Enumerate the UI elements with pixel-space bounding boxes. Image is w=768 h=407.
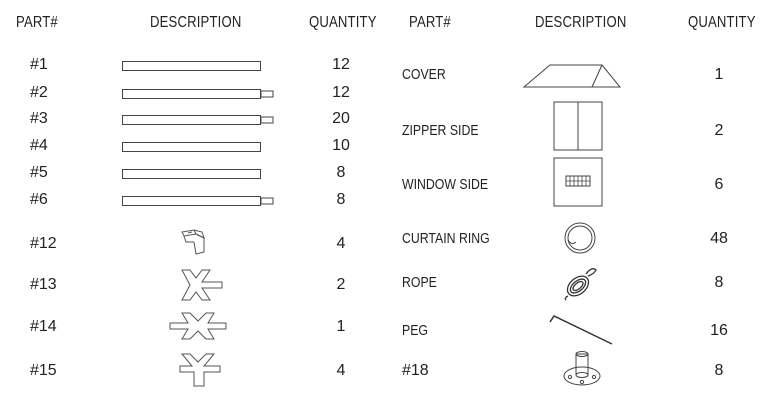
- quantity: 20: [332, 110, 350, 127]
- curtain-ring-icon: [562, 220, 598, 256]
- part-number: #5: [30, 164, 48, 181]
- pole-plain-icon: [122, 60, 262, 72]
- quantity: 48: [710, 230, 728, 247]
- part-number: #14: [30, 318, 57, 335]
- part-number: #2: [30, 84, 48, 101]
- part-name: WINDOW SIDE: [402, 176, 489, 193]
- header-part-right: PART#: [409, 14, 451, 31]
- pole-with-end-pin-icon: [122, 195, 276, 207]
- part-number: #6: [30, 191, 48, 208]
- part-name: PEG: [402, 322, 428, 339]
- zipper-side-panel-icon: [553, 101, 603, 151]
- header-part-left: PART#: [16, 14, 58, 31]
- pole-with-end-pin-icon: [122, 88, 276, 100]
- window-side-panel-icon: [553, 157, 603, 207]
- quantity: 8: [714, 274, 724, 291]
- quantity: 8: [336, 164, 346, 181]
- three-way-connector-icon: [176, 266, 224, 302]
- quantity: 4: [336, 362, 346, 379]
- pole-plain-icon: [122, 141, 262, 153]
- quantity: 1: [336, 318, 346, 335]
- peg-icon: [548, 312, 614, 346]
- part-name: COVER: [402, 66, 446, 83]
- header-quantity-right: QUANTITY: [688, 14, 756, 31]
- header-description-left: DESCRIPTION: [150, 14, 242, 31]
- header-description-right: DESCRIPTION: [535, 14, 627, 31]
- part-number: #4: [30, 137, 48, 154]
- part-number: #13: [30, 276, 57, 293]
- quantity: 8: [714, 362, 724, 379]
- quantity: 8: [336, 191, 346, 208]
- header-quantity-left: QUANTITY: [309, 14, 377, 31]
- part-number: #18: [402, 362, 429, 379]
- part-name: ROPE: [402, 274, 437, 291]
- quantity: 1: [714, 66, 724, 83]
- quantity: 16: [710, 322, 728, 339]
- part-number: #1: [30, 56, 48, 73]
- pole-with-end-pin-icon: [122, 114, 276, 126]
- corner-connector-icon: [178, 224, 212, 258]
- part-number: #15: [30, 362, 57, 379]
- quantity: 2: [336, 276, 346, 293]
- quantity: 10: [332, 137, 350, 154]
- quantity: 2: [714, 122, 724, 139]
- quantity: 6: [714, 176, 724, 193]
- part-number: #3: [30, 110, 48, 127]
- pole-plain-icon: [122, 168, 262, 180]
- four-way-connector-icon: [168, 308, 228, 344]
- peak-connector-icon: [176, 350, 224, 388]
- quantity: 12: [332, 56, 350, 73]
- foot-plate-icon: [560, 348, 604, 388]
- cover-icon: [522, 61, 622, 89]
- quantity: 4: [336, 235, 346, 252]
- quantity: 12: [332, 84, 350, 101]
- part-name: CURTAIN RING: [402, 230, 490, 247]
- part-number: #12: [30, 235, 57, 252]
- rope-coil-icon: [560, 262, 600, 302]
- part-name: ZIPPER SIDE: [402, 122, 479, 139]
